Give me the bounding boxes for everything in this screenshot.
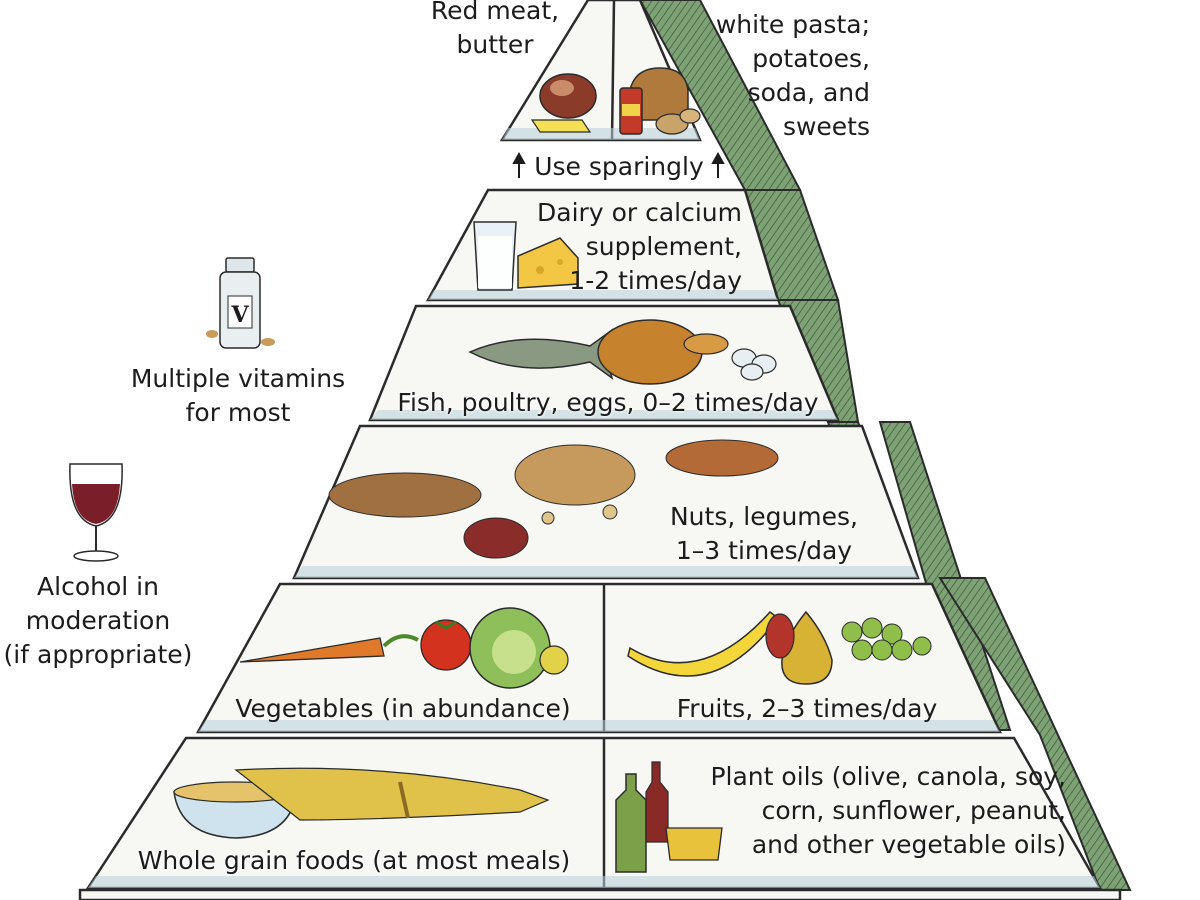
grapes-icon [841,617,932,661]
vitamin-bottle-icon: V [206,257,275,349]
cheese-icon [517,237,579,289]
dairy-line-3: 1-2 times/day [569,266,742,295]
grains-label: Whole grain foods (at most meals) [118,844,590,878]
chicken-icon [597,319,729,385]
milk-glass-icon [473,221,517,291]
potato-icon [655,108,701,135]
butter-icon [530,119,592,133]
alcohol-label: Alcohol in moderation (if appropriate) [0,570,196,672]
soda-can-icon [619,87,643,135]
tier-shading [88,128,1100,888]
protein-label: Fish, poultry, eggs, 0–2 times/day [378,386,838,420]
vitamin-letter: V [230,302,249,328]
bread-icon [629,67,689,121]
alcohol-line-1: Alcohol in [37,572,159,601]
vitamins-line-2: for most [185,398,291,427]
cabbage-icon [469,607,569,689]
tomato-icon [420,619,472,671]
dairy-label: Dairy or calcium supplement, 1-2 times/d… [520,196,742,298]
oils-line-2: corn, sunflower, peanut, [761,796,1066,825]
vitamins-label: Multiple vitamins for most [118,362,358,430]
vitamins-line-1: Multiple vitamins [130,364,346,393]
wine-glass-icon [69,463,123,562]
alcohol-line-3: (if appropriate) [3,640,193,669]
top-right-line-3: soda, and [747,78,870,107]
top-left-label: Red meat, butter [410,0,580,62]
top-right-line-4: sweets [782,112,870,141]
nuts-label: Nuts, legumes, 1–3 times/day [660,500,868,568]
oil-bottle-icon [615,761,669,873]
top-right-line-2: potatoes, [752,44,870,73]
oils-line-1: Plant oils (olive, canola, soy, [710,762,1066,791]
up-arrow-icon [512,151,725,178]
top-left-line-2: butter [456,30,534,59]
vegetables-text: Vegetables (in abundance) [235,694,571,723]
pear-icon [765,610,833,685]
carrot-icon [239,634,419,663]
top-right-line-1: white pasta; [715,10,870,39]
grains-text: Whole grain foods (at most meals) [137,846,571,875]
protein-text: Fish, poultry, eggs, 0–2 times/day [397,388,819,417]
vegetables-label: Vegetables (in abundance) [224,692,582,726]
eggs-icon [731,348,777,381]
top-right-label: white pasta; potatoes, soda, and sweets [660,8,870,144]
nuts-line-1: Nuts, legumes, [669,502,858,531]
meat-icon [539,73,597,119]
dairy-line-1: Dairy or calcium [537,198,742,227]
oils-label: Plant oils (olive, canola, soy, corn, su… [656,760,1066,862]
fruits-label: Fruits, 2–3 times/day [664,692,950,726]
fruits-text: Fruits, 2–3 times/day [676,694,938,723]
alcohol-line-2: moderation [25,606,171,635]
top-left-line-1: Red meat, [430,0,560,25]
oils-line-3: and other vegetable oils) [751,830,1066,859]
wheat-bundle-icon [234,767,550,821]
nuts-icon [328,439,779,559]
use-sparingly-label: Use sparingly [528,150,710,184]
oil-dish-icon [665,827,723,861]
use-sparingly-text: Use sparingly [534,152,704,181]
nuts-line-2: 1–3 times/day [675,536,853,565]
dairy-line-2: supplement, [585,232,742,261]
